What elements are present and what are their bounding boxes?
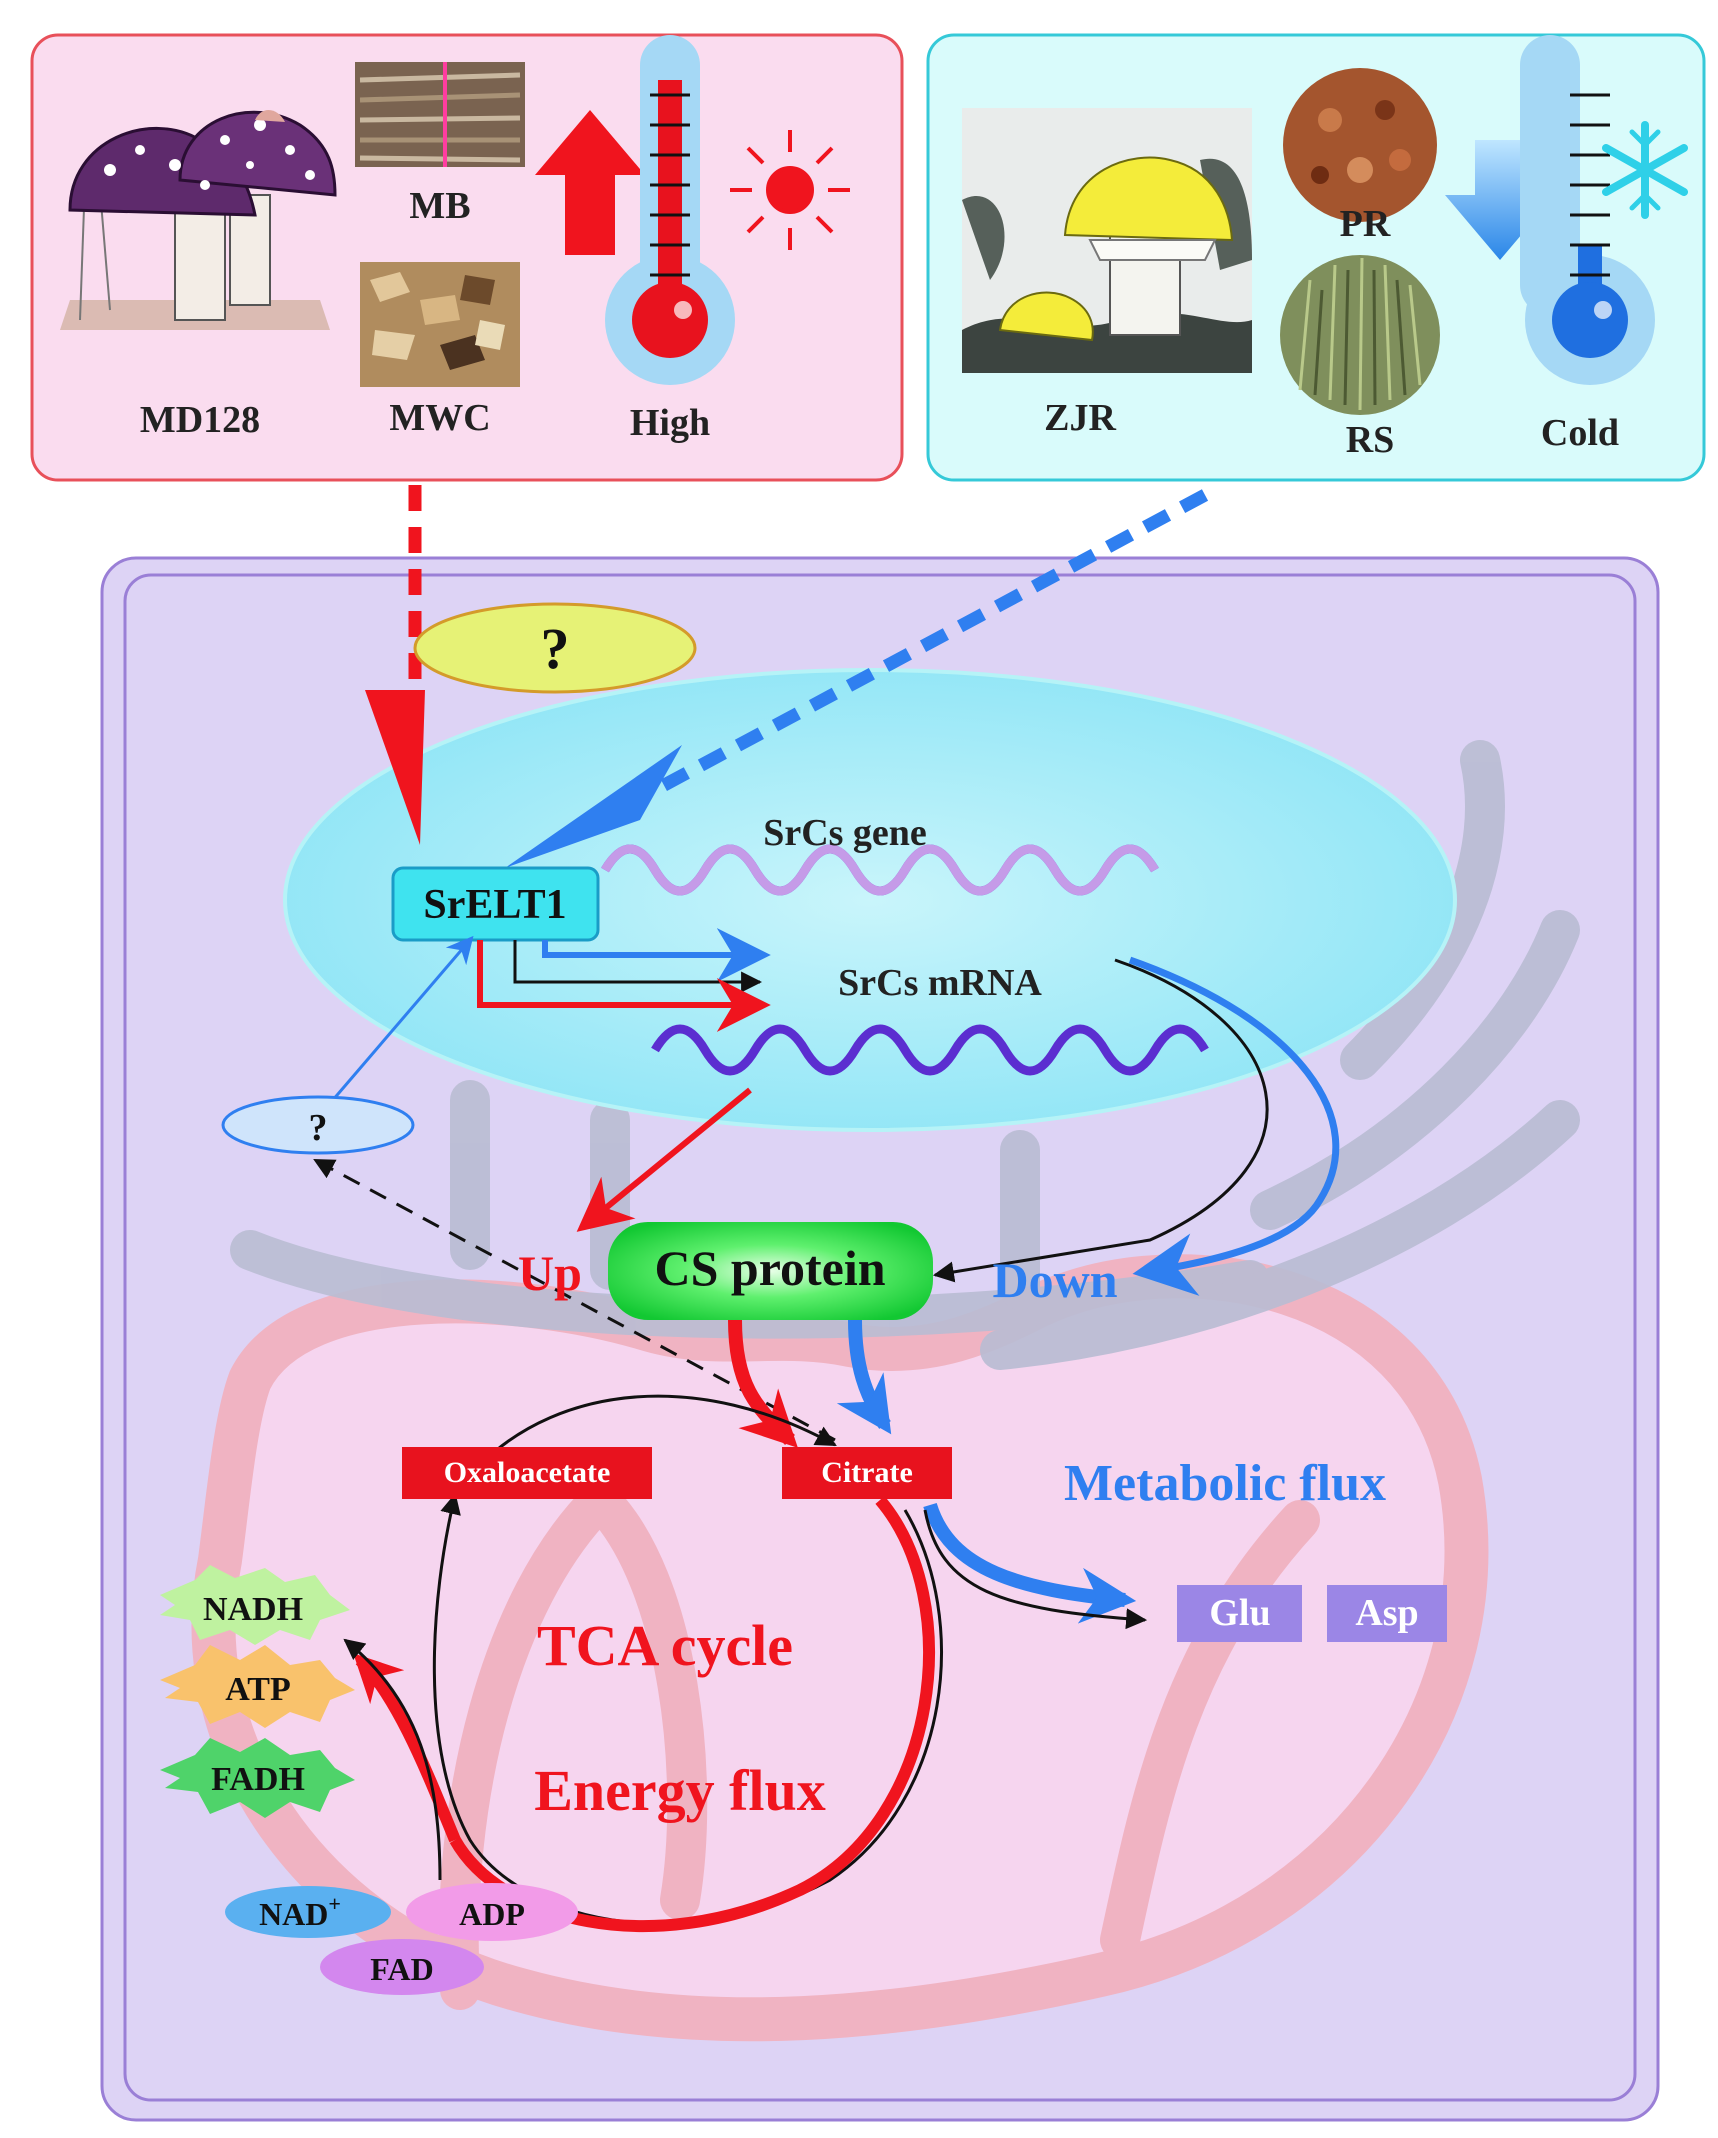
fad-label: FAD — [370, 1951, 433, 1987]
atp-node: ATP — [160, 1645, 355, 1728]
yellow-mushroom-illustration — [962, 108, 1252, 373]
atp-label: ATP — [225, 1671, 290, 1708]
oxaloacetate-label: Oxaloacetate — [444, 1456, 611, 1489]
srelt1-transcription-factor: SrELT1 — [391, 866, 600, 942]
cold-strain-label: ZJR — [1044, 397, 1116, 439]
cold-substrate-1-label: PR — [1340, 203, 1391, 245]
energy-flux-label: Energy flux — [534, 1758, 826, 1823]
metabolic-flux-label: Metabolic flux — [1064, 1455, 1386, 1512]
transcription-black-arrow — [513, 940, 763, 993]
fad-node: FAD — [320, 1939, 484, 1995]
cs-protein-node: CS protein — [608, 1222, 933, 1320]
thermometer-high-icon — [605, 35, 735, 385]
nadh-node: NADH — [160, 1565, 350, 1645]
citrate-label: Citrate — [821, 1456, 913, 1489]
srelt1-label: SrELT1 — [423, 882, 566, 928]
mb-substrate-image — [355, 62, 525, 167]
mwc-substrate-image — [360, 262, 520, 387]
nad-superscript: + — [328, 1891, 341, 1916]
warm-signal-arrowhead — [365, 690, 425, 845]
unknown-factor-node: ? — [413, 602, 697, 694]
thermometer-cold-icon — [1520, 35, 1655, 385]
adp-label: ADP — [459, 1896, 525, 1932]
srcs-mrna-strand — [651, 1024, 1209, 1076]
tca-cycle-label: TCA cycle — [537, 1613, 793, 1678]
cold-signal-arrowhead — [505, 745, 682, 868]
sun-icon — [730, 130, 850, 250]
energy-cofactor-arrow — [343, 1638, 442, 1881]
temperature-up-arrow — [535, 110, 645, 255]
fadh-label: FADH — [211, 1761, 305, 1798]
srcs-gene-label: SrCs gene — [763, 812, 927, 854]
oxaloacetate-to-citrate-arrow — [478, 1394, 837, 1467]
fadh-node: FADH — [160, 1738, 355, 1818]
cold-substrate-2-label: RS — [1346, 419, 1395, 461]
rs-substrate-image — [1280, 255, 1440, 415]
warm-substrate-2-label: MWC — [389, 397, 490, 439]
translation-black-arrow — [932, 958, 1269, 1283]
transcription-blue-arrow — [542, 928, 771, 982]
unknown-factor-label: ? — [541, 616, 570, 681]
unknown-regulator-node: ? — [221, 1095, 415, 1155]
cs-to-citrate-blue-arrow — [836, 1319, 892, 1435]
srcs-mrna-label: SrCs mRNA — [838, 962, 1042, 1004]
unknown-regulator-label: ? — [309, 1107, 328, 1149]
warm-substrate-1-label: MB — [409, 185, 470, 227]
cs-protein-label: CS protein — [654, 1240, 885, 1296]
transcription-red-arrow — [477, 940, 771, 1032]
down-label: Down — [992, 1252, 1117, 1308]
feedback-solid-arrow — [318, 935, 474, 1116]
oxaloacetate-node: Oxaloacetate — [402, 1447, 652, 1499]
warm-condition-panel: MD128 MB MWC — [30, 33, 904, 482]
nad-label: NAD+ — [259, 1891, 341, 1932]
mitochondrion — [191, 1254, 1489, 2042]
glu-node: Glu — [1177, 1585, 1302, 1642]
warm-temperature-label: High — [630, 402, 710, 444]
pr-substrate-image — [1283, 68, 1437, 222]
nad-node: NAD+ — [225, 1886, 391, 1938]
translation-red-arrow — [576, 1087, 752, 1232]
snowflake-icon — [1602, 121, 1688, 219]
nadh-label: NADH — [203, 1591, 303, 1628]
up-label: Up — [518, 1245, 582, 1301]
glu-label: Glu — [1209, 1592, 1270, 1634]
cold-temperature-label: Cold — [1541, 412, 1619, 454]
metabolic-flux-black-arrow — [923, 1509, 1148, 1630]
nucleus — [283, 668, 1457, 1132]
asp-node: Asp — [1327, 1585, 1447, 1642]
energy-flux-arrow — [353, 1653, 461, 1843]
srcs-gene-dna — [601, 844, 1159, 896]
temperature-down-arrow — [1445, 140, 1555, 260]
metabolic-flux-blue-arrow — [923, 1502, 1137, 1624]
warm-strain-label: MD128 — [140, 399, 260, 441]
adp-node: ADP — [406, 1883, 578, 1941]
purple-mushroom-illustration — [60, 110, 337, 330]
cs-to-citrate-red-arrow — [728, 1319, 798, 1448]
cold-signal-dashed-arrow — [651, 489, 1209, 796]
translation-blue-arrow — [1128, 956, 1340, 1296]
asp-label: Asp — [1355, 1592, 1418, 1634]
cold-condition-panel: ZJR PR — [926, 33, 1706, 482]
citrate-node: Citrate — [782, 1447, 952, 1499]
